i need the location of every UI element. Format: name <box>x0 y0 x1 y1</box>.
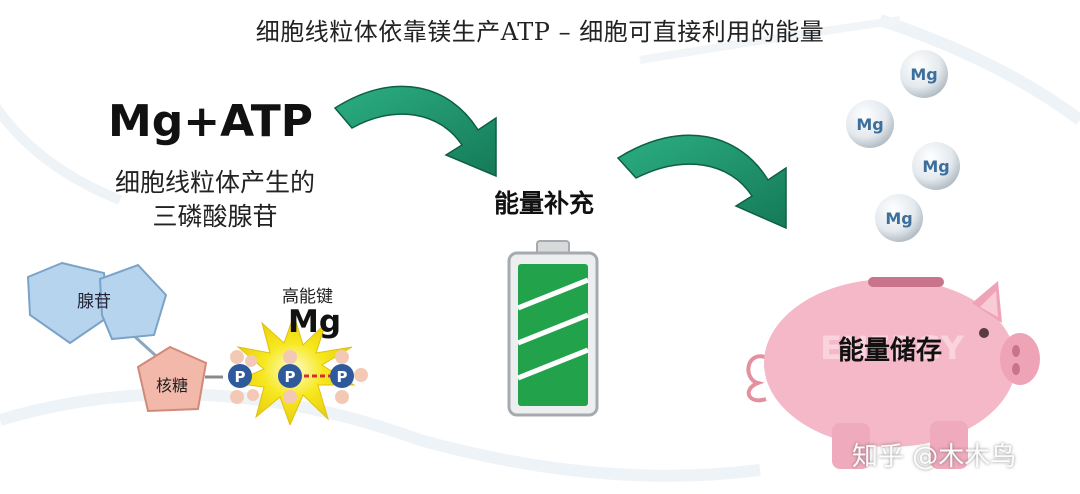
bond-mg-label: Mg <box>288 304 342 340</box>
battery-icon <box>507 240 599 417</box>
mg-ball-1: Mg <box>900 50 948 98</box>
page-title: 细胞线粒体依靠镁生产ATP – 细胞可直接利用的能量 <box>255 18 825 46</box>
mg-ball-3: Mg <box>912 142 960 190</box>
curved-arrow-2-icon <box>616 134 787 230</box>
mg-balls-group: Mg Mg Mg Mg <box>846 50 960 242</box>
energy-storage-label: 能量储存 <box>838 336 943 366</box>
atp-description-line-1: 细胞线粒体产生的 <box>114 168 315 197</box>
phosphate-2: P <box>278 364 302 388</box>
ribose-pentagon-group: 核糖 <box>136 345 208 413</box>
svg-text:P: P <box>235 368 246 386</box>
phosphate-oxygen-atoms <box>230 350 368 404</box>
mg-ball-2: Mg <box>846 100 894 148</box>
energy-recharge-label: 能量补充 <box>494 189 595 218</box>
mg-ball-4: Mg <box>875 194 923 242</box>
phosphate-1: P <box>228 364 252 388</box>
ribose-label: 核糖 <box>156 376 188 395</box>
adenine-pentagon-group: 腺苷 <box>26 261 168 345</box>
high-energy-bond-label: 高能键 <box>282 287 333 307</box>
atp-description: 细胞线粒体产生的 三磷酸腺苷 <box>85 166 345 234</box>
svg-text:Mg: Mg <box>910 65 937 84</box>
mg-atp-formula: Mg+ATP <box>108 96 314 147</box>
svg-text:Mg: Mg <box>885 209 912 228</box>
svg-text:P: P <box>337 368 348 386</box>
piggy-bank-icon: ENERGY <box>746 277 1040 469</box>
atp-description-line-2: 三磷酸腺苷 <box>152 202 278 231</box>
phosphate-3: P <box>330 364 354 388</box>
atp-molecule-diagram: 腺苷 核糖 P P P <box>26 261 368 425</box>
zhihu-watermark: 知乎 @木木鸟 <box>852 442 1017 472</box>
curved-arrow-1-icon <box>333 85 497 178</box>
svg-text:P: P <box>285 368 296 386</box>
svg-text:Mg: Mg <box>922 157 949 176</box>
adenine-label: 腺苷 <box>77 292 111 312</box>
pig-ghost-text: ENERGY <box>820 329 965 367</box>
svg-text:Mg: Mg <box>856 115 883 134</box>
